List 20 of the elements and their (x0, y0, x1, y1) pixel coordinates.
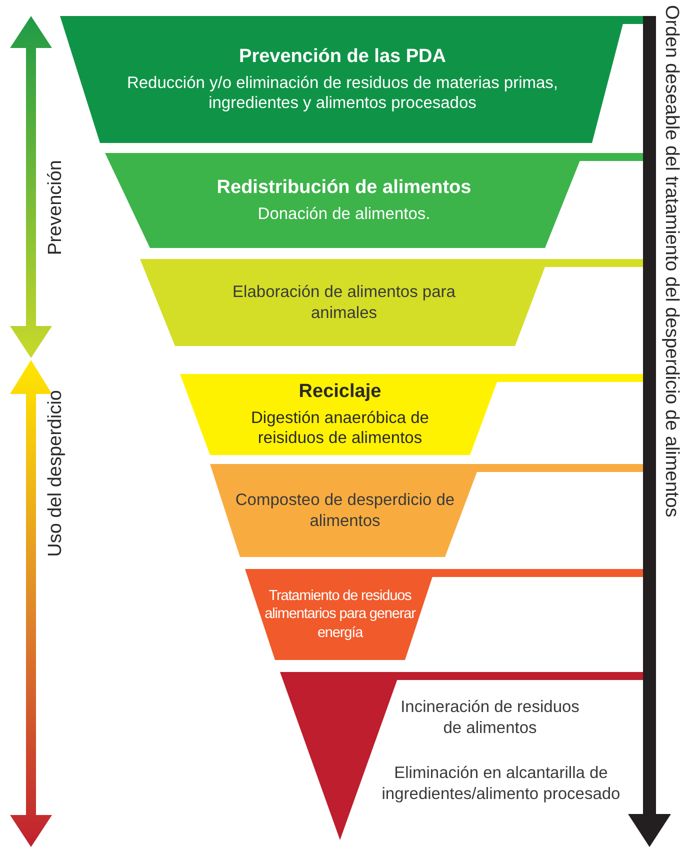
tier-text: Donación de alimentos. (258, 204, 430, 225)
trapezoid-shape (245, 569, 435, 660)
tier-text: Composteo de desperdicio de alimentos (234, 490, 456, 532)
axis-label: Uso del desperdicio (44, 390, 67, 559)
side-note: Incineración de residuos de alimentos (400, 697, 580, 738)
tier-heading: Prevención de las PDA (239, 45, 446, 69)
tier-text: Tratamiento de residuos alimentarios para generar energía (264, 587, 417, 642)
trapezoid-shape (180, 374, 500, 455)
axis-label: Orden deseable del tratamiento del desperdicio de alimentos (660, 5, 681, 520)
trapezoid-shape (60, 16, 625, 143)
trapezoid-shape (210, 464, 480, 557)
tier-heading: Reciclaje (298, 380, 382, 404)
trapezoid-shape (140, 259, 548, 346)
tier-heading: Redistribución de alimentos (216, 176, 472, 200)
tier-text: Reducción y/o eliminación de residuos de materias primas, ingredientes y alimentos procesados (126, 72, 560, 114)
axis-label: Prevención (44, 160, 67, 258)
side-note: Eliminación en alcantarilla de ingredientes/alimento procesado (380, 763, 622, 804)
trapezoid-shape (105, 153, 583, 248)
tier-text: Digestión anaeróbica de reisiduos de alimentos (250, 408, 430, 449)
tier-text: Elaboración de alimentos para animales (232, 282, 456, 324)
